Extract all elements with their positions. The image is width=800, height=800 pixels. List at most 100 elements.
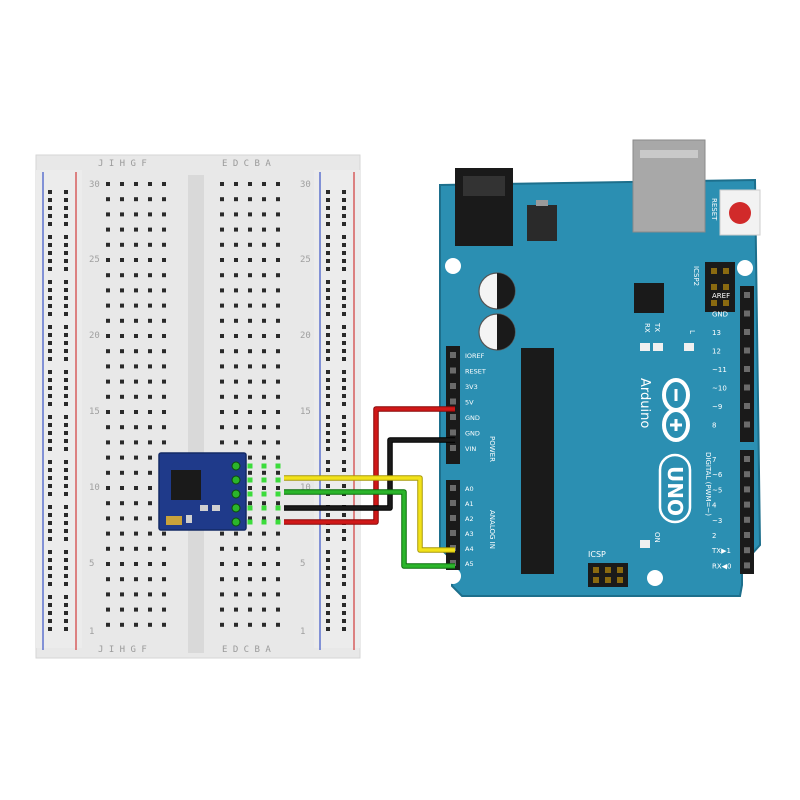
breadboard-hole bbox=[234, 394, 238, 399]
breadboard-hole bbox=[106, 334, 110, 338]
breadboard-hole bbox=[134, 531, 138, 536]
rail-hole bbox=[64, 582, 68, 586]
breadboard-hole bbox=[234, 273, 238, 278]
breadboard-hole bbox=[120, 486, 124, 490]
rail-hole bbox=[48, 476, 52, 480]
breadboard-hole bbox=[262, 242, 266, 247]
breadboard-hole bbox=[120, 531, 124, 536]
breadboard-hole bbox=[162, 303, 166, 308]
breadboard-hole bbox=[276, 349, 280, 354]
rail-hole bbox=[64, 349, 68, 353]
breadboard-hole bbox=[276, 455, 280, 460]
rail-hole bbox=[342, 312, 346, 316]
breadboard-hole bbox=[148, 410, 152, 414]
rail-hole bbox=[342, 402, 346, 406]
breadboard-hole bbox=[276, 562, 280, 566]
rail-hole bbox=[64, 484, 68, 488]
breadboard-hole bbox=[234, 242, 238, 247]
row-number-15: 15 bbox=[89, 407, 100, 417]
digital-pin-label: ~5 bbox=[712, 486, 722, 494]
breadboard-hole bbox=[162, 227, 166, 232]
rail-hole bbox=[326, 537, 330, 541]
breadboard-hole bbox=[162, 258, 166, 262]
row-number-1: 1 bbox=[89, 627, 94, 637]
rail-hole bbox=[64, 357, 68, 361]
active-hole bbox=[275, 491, 281, 497]
analog-header bbox=[446, 480, 460, 570]
active-hole bbox=[261, 477, 267, 483]
breadboard-hole bbox=[234, 410, 238, 414]
rail-hole bbox=[342, 190, 346, 194]
breadboard-hole bbox=[106, 197, 110, 202]
rail-hole bbox=[64, 566, 68, 570]
breadboard-hole bbox=[162, 410, 166, 414]
breadboard-hole bbox=[134, 273, 138, 278]
rail-hole bbox=[342, 619, 346, 623]
icsp-header bbox=[588, 563, 628, 587]
reset-label: RESET bbox=[710, 198, 718, 221]
microcontroller-chip bbox=[521, 348, 554, 574]
digital-pin-label: 7 bbox=[712, 456, 716, 464]
breadboard-hole bbox=[248, 501, 252, 506]
voltage-regulator bbox=[527, 205, 557, 241]
breadboard-hole bbox=[220, 577, 224, 582]
breadboard-hole bbox=[220, 622, 224, 627]
rail-hole bbox=[48, 423, 52, 427]
rail-hole bbox=[342, 394, 346, 398]
digital-pin-label: ~11 bbox=[712, 366, 727, 374]
digital-pin-label: ~9 bbox=[712, 403, 722, 411]
digital-pin-label: 2 bbox=[712, 532, 716, 540]
rail-hole bbox=[64, 574, 68, 578]
rail-hole bbox=[326, 513, 330, 517]
digital-pin bbox=[744, 292, 750, 298]
analog-pin bbox=[450, 485, 456, 491]
breadboard-hole bbox=[120, 303, 124, 308]
breadboard-hole bbox=[276, 516, 280, 521]
power-header bbox=[446, 346, 460, 464]
breadboard-hole bbox=[148, 364, 152, 369]
rail-hole bbox=[64, 206, 68, 210]
rail-hole bbox=[342, 206, 346, 210]
rail-hole bbox=[326, 431, 330, 435]
breadboard-hole bbox=[148, 349, 152, 354]
breadboard-hole bbox=[262, 182, 266, 186]
rail-hole bbox=[64, 280, 68, 284]
rail-hole bbox=[48, 460, 52, 464]
rail-hole bbox=[64, 235, 68, 239]
breadboard-hole bbox=[148, 288, 152, 293]
rail-hole bbox=[326, 267, 330, 271]
rail-hole bbox=[48, 214, 52, 218]
breadboard-hole bbox=[106, 227, 110, 232]
breadboard-hole bbox=[276, 501, 280, 506]
rail-hole bbox=[48, 296, 52, 300]
breadboard-hole bbox=[134, 379, 138, 384]
active-hole bbox=[261, 505, 267, 511]
analog-section-label: ANALOG IN bbox=[488, 510, 496, 549]
row-number-30-right: 30 bbox=[300, 180, 311, 190]
breadboard-hole bbox=[148, 334, 152, 338]
breadboard-hole bbox=[234, 303, 238, 308]
breadboard-hole bbox=[276, 258, 280, 262]
reset-button bbox=[729, 202, 751, 224]
breadboard-hole bbox=[162, 349, 166, 354]
digital-pin bbox=[744, 456, 750, 462]
active-hole bbox=[275, 505, 281, 511]
rail-hole bbox=[64, 415, 68, 419]
breadboard-hole bbox=[120, 501, 124, 506]
digital-pin-label: ~10 bbox=[712, 385, 727, 393]
breadboard-hole bbox=[162, 288, 166, 293]
rail-hole bbox=[342, 280, 346, 284]
rail-hole bbox=[48, 558, 52, 562]
breadboard-hole bbox=[134, 410, 138, 414]
rail-hole bbox=[64, 603, 68, 607]
rail-hole bbox=[326, 341, 330, 345]
rail-hole bbox=[342, 468, 346, 472]
tx-label: TX bbox=[653, 322, 661, 332]
mounting-hole bbox=[445, 258, 461, 274]
breadboard-hole bbox=[120, 197, 124, 202]
breadboard-hole bbox=[120, 318, 124, 323]
breadboard-hole bbox=[148, 379, 152, 384]
rail-hole bbox=[48, 386, 52, 390]
breadboard-hole bbox=[248, 273, 252, 278]
breadboard-hole bbox=[276, 577, 280, 582]
